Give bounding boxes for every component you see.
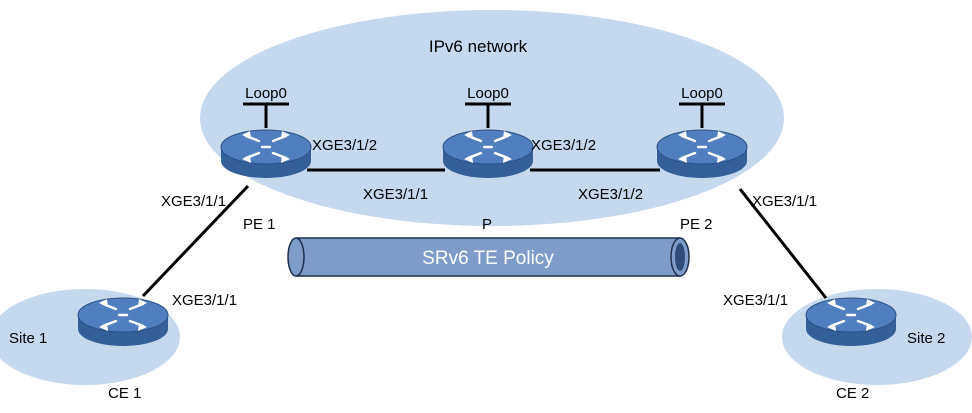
site2-label: Site 2 [907, 330, 945, 347]
pe1-loopback-label: Loop0 [245, 85, 287, 102]
pe1-port-south-label: XGE3/1/1 [161, 193, 226, 210]
loopbacks [243, 102, 725, 128]
pe2-port-west-label: XGE3/1/2 [578, 186, 643, 203]
p-name: P [482, 216, 492, 233]
router-pe2-icon [655, 128, 749, 180]
network-label: IPv6 network [429, 37, 528, 56]
tunnel-label: SRv6 TE Policy [422, 248, 554, 269]
ce1-name: CE 1 [108, 385, 141, 402]
srv6-te-policy-tunnel: SRv6 TE Policy [287, 237, 690, 277]
ce1-port-label: XGE3/1/1 [172, 292, 237, 309]
p-loopback-label: Loop0 [467, 85, 509, 102]
pe2-port-south-label: XGE3/1/1 [752, 193, 817, 210]
router-ce1-icon [76, 296, 170, 348]
link-pe2-ce2 [738, 188, 828, 299]
link-pe1-ce1 [141, 184, 250, 298]
ipv6-network-cloud [200, 10, 784, 226]
links [141, 168, 828, 299]
router-p-icon [441, 128, 535, 180]
p-port-west-label: XGE3/1/1 [363, 186, 428, 203]
site1-label: Site 1 [9, 330, 47, 347]
ce2-port-label: XGE3/1/1 [723, 292, 788, 309]
pe2-loopback-label: Loop0 [681, 85, 723, 102]
router-pe1-icon [219, 128, 313, 180]
p-port-east-label: XGE3/1/2 [531, 137, 596, 154]
pe1-name: PE 1 [243, 216, 276, 233]
pe2-name: PE 2 [680, 216, 713, 233]
pe1-port-east-label: XGE3/1/2 [312, 137, 377, 154]
router-ce2-icon [804, 296, 898, 348]
ce2-name: CE 2 [836, 385, 869, 402]
